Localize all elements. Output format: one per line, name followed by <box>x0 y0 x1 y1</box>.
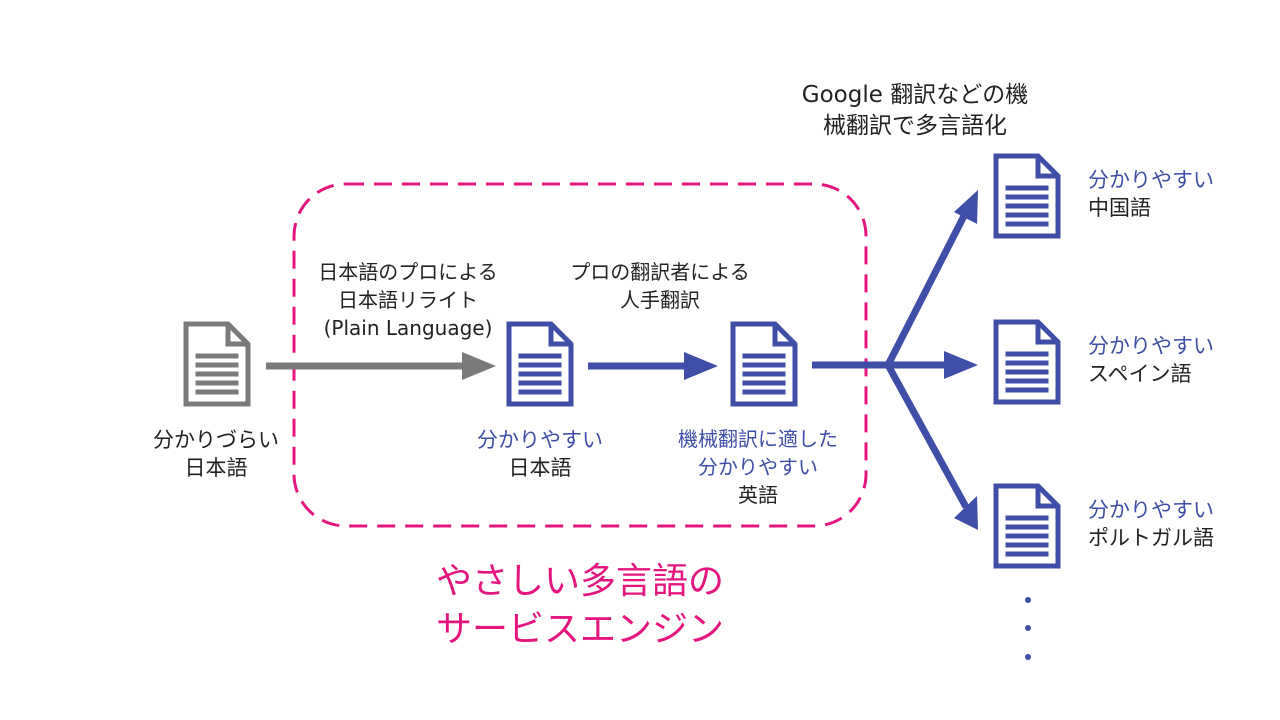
rewrite-step-line1: 日本語のプロによる <box>318 260 498 284</box>
output-portuguese-line2: ポルトガル語 <box>1088 526 1214 550</box>
translation-step-line1: プロの翻訳者による <box>570 260 750 284</box>
engine-title-line2: サービスエンジン <box>435 609 724 650</box>
output-chinese-line2: 中国語 <box>1088 196 1151 220</box>
translation-arrow <box>588 352 718 380</box>
output-portuguese-label: 分かりやすい ポルトガル語 <box>1088 496 1268 552</box>
translation-step-label: プロの翻訳者による 人手翻訳 <box>560 258 760 314</box>
arrowhead-chinese <box>954 190 978 224</box>
portuguese-document-icon <box>996 486 1058 566</box>
arrowhead-portuguese <box>954 496 978 530</box>
easy-english-label: 機械翻訳に適した 分かりやすい 英語 <box>660 425 856 509</box>
machine-translation-line1: Google 翻訳などの機 <box>801 82 1029 108</box>
output-chinese-label: 分かりやすい 中国語 <box>1088 166 1268 222</box>
output-chinese-line1: 分かりやすい <box>1088 168 1214 192</box>
easy-japanese-document-icon <box>509 324 571 404</box>
output-spanish-line2: スペイン語 <box>1088 362 1192 386</box>
chinese-document-icon <box>996 156 1058 236</box>
machine-translation-label: Google 翻訳などの機 械翻訳で多言語化 <box>780 80 1050 142</box>
easy-japanese-line1: 分かりやすい <box>477 428 603 452</box>
engine-title: やさしい多言語の サービスエンジン <box>380 558 780 654</box>
output-portuguese-line1: 分かりやすい <box>1088 498 1214 522</box>
machine-translation-line2: 械翻訳で多言語化 <box>823 113 1007 139</box>
output-spanish-line1: 分かりやすい <box>1088 334 1214 358</box>
more-languages-ellipsis <box>1025 597 1031 660</box>
easy-english-line1: 機械翻訳に適した <box>678 427 838 451</box>
rewrite-step-line2: 日本語リライト <box>338 288 478 312</box>
output-spanish-label: 分かりやすい スペイン語 <box>1088 332 1268 388</box>
source-document-icon <box>186 324 248 404</box>
rewrite-arrow <box>266 352 496 380</box>
source-document-line1: 分かりづらい <box>153 428 279 452</box>
easy-english-line3: 英語 <box>738 483 778 507</box>
easy-japanese-label: 分かりやすい 日本語 <box>460 426 620 482</box>
machine-translation-branch-arrows <box>812 210 970 509</box>
spanish-document-icon <box>996 322 1058 402</box>
engine-title-line1: やさしい多言語の <box>435 561 724 602</box>
easy-english-document-icon <box>733 324 795 404</box>
source-document-label: 分かりづらい 日本語 <box>136 426 296 482</box>
easy-english-line2: 分かりやすい <box>698 455 818 479</box>
rewrite-step-label: 日本語のプロによる 日本語リライト (Plain Language) <box>300 258 516 342</box>
rewrite-step-line3: (Plain Language) <box>323 316 493 340</box>
easy-japanese-line2: 日本語 <box>508 456 572 480</box>
translation-step-line2: 人手翻訳 <box>620 288 700 312</box>
engine-boundary-box <box>292 182 868 528</box>
arrowhead-spanish <box>944 351 978 379</box>
source-document-line2: 日本語 <box>184 456 248 480</box>
